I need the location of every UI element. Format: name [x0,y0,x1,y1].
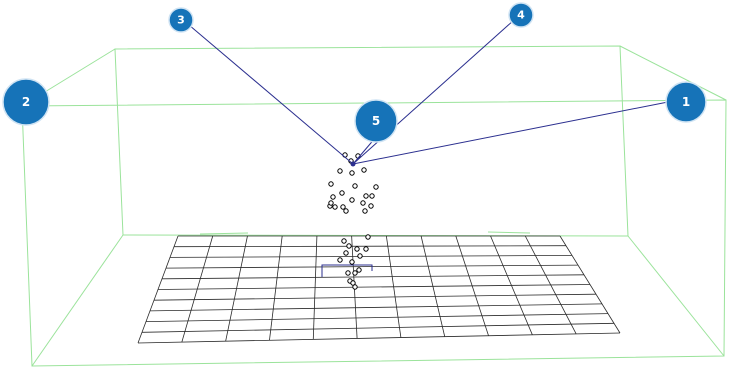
box-edge-bottom-left [31,234,124,367]
particle [360,200,366,206]
callout-2[interactable]: 2 [2,78,50,126]
box-edge-top-right [619,45,727,101]
particle [330,194,336,200]
leader-line-3 [188,24,354,165]
particle [339,190,345,196]
callout-4[interactable]: 4 [508,2,534,28]
source-marker [321,264,373,277]
particle [337,168,343,174]
particle [368,203,374,209]
particle [343,208,349,214]
particle [357,253,363,259]
particle-cloud [327,152,379,290]
particle [352,183,358,189]
particle [349,197,355,203]
grid-line-horizontal [153,293,597,301]
callout-1[interactable]: 1 [665,81,707,123]
particle [363,193,369,199]
particle [328,181,334,187]
particle [349,259,355,265]
particle [337,257,343,263]
particle [373,184,379,190]
grid-line-horizontal [141,322,615,333]
box-floor-mark-left [199,232,249,235]
particle [341,238,347,244]
callout-leaders [188,19,669,165]
particle [346,243,352,249]
callout-2-badge[interactable] [2,78,50,126]
particle [352,284,358,290]
callout-3[interactable]: 3 [168,7,194,33]
grid-line-horizontal [145,313,609,322]
callout-3-badge[interactable] [168,7,194,33]
particle [362,208,368,214]
callout-1-label: 1 [682,95,690,109]
callout-4-label: 4 [517,9,525,22]
callout-5-label: 5 [372,114,380,128]
callout-2-label: 2 [22,95,30,109]
grid-line-horizontal [137,332,621,344]
leader-origin-point [350,161,356,167]
particle [356,267,362,273]
particle [328,200,334,206]
particle [349,170,355,176]
particle [363,246,369,252]
box-edge-bottom-right [627,235,725,357]
particle [369,193,375,199]
box-floor-mark-right [487,231,531,234]
callout-3-label: 3 [177,14,185,27]
leader-line-1 [352,101,669,165]
grid-line-horizontal [161,274,585,280]
particle [340,204,346,210]
grid-line-horizontal [173,245,567,248]
callout-5-badge[interactable] [354,99,398,143]
callout-4-badge[interactable] [508,2,534,28]
callout-1-badge[interactable] [665,81,707,123]
particle [345,270,351,276]
floor-grid [137,235,621,344]
grid-line-horizontal [149,303,603,312]
particle [365,234,371,240]
callout-5[interactable]: 5 [354,99,398,143]
grid-line-horizontal [157,284,591,290]
particle [352,270,358,276]
particle [343,250,349,256]
particle [354,246,360,252]
particle [332,204,338,210]
particle [361,167,367,173]
grid-line-horizontal [169,254,573,258]
